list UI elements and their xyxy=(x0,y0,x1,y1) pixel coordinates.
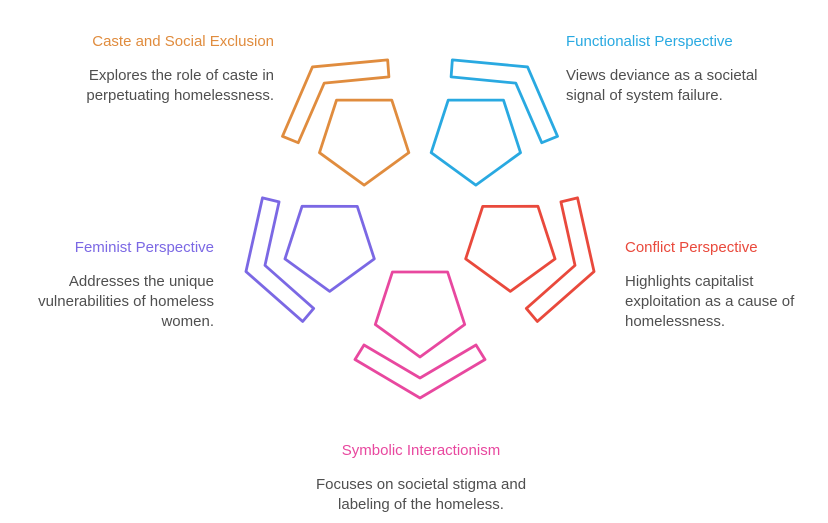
item-feminist-perspective: Feminist Perspective Addresses the uniqu… xyxy=(38,238,214,332)
functionalist-pentagon-icon xyxy=(399,27,582,209)
item-title-caste: Caste and Social Exclusion xyxy=(92,33,274,50)
item-title-feminist: Feminist Perspective xyxy=(74,239,214,256)
item-description-conflict: Highlights capitalist exploitation as a … xyxy=(625,273,795,330)
item-description-symbolic: Focuses on societal stigma and labeling … xyxy=(315,476,527,513)
caste-pentagon-icon xyxy=(258,27,441,209)
item-title-symbolic: Symbolic Interactionism xyxy=(341,442,501,459)
item-functionalist-perspective: Functionalist Perspective Views deviance… xyxy=(566,32,758,106)
conflict-pentagon-icon xyxy=(452,169,616,335)
item-conflict-perspective: Conflict Perspective Highlights capitali… xyxy=(625,238,794,332)
item-title-conflict: Conflict Perspective xyxy=(625,239,758,256)
item-caste-and-social-exclusion: Caste and Social Exclusion Explores the … xyxy=(86,32,274,106)
item-title-functionalist: Functionalist Perspective xyxy=(566,33,733,50)
item-description-feminist: Addresses the unique vulnerabilities of … xyxy=(38,273,214,330)
item-description-functionalist: Views deviance as a societal signal of s… xyxy=(566,67,758,104)
symbolic-pentagon-icon xyxy=(353,270,487,400)
item-description-caste: Explores the role of caste in perpetuati… xyxy=(86,67,274,104)
item-symbolic-interactionism: Symbolic Interactionism Focuses on socie… xyxy=(316,441,526,515)
feminist-pentagon-icon xyxy=(224,169,388,335)
